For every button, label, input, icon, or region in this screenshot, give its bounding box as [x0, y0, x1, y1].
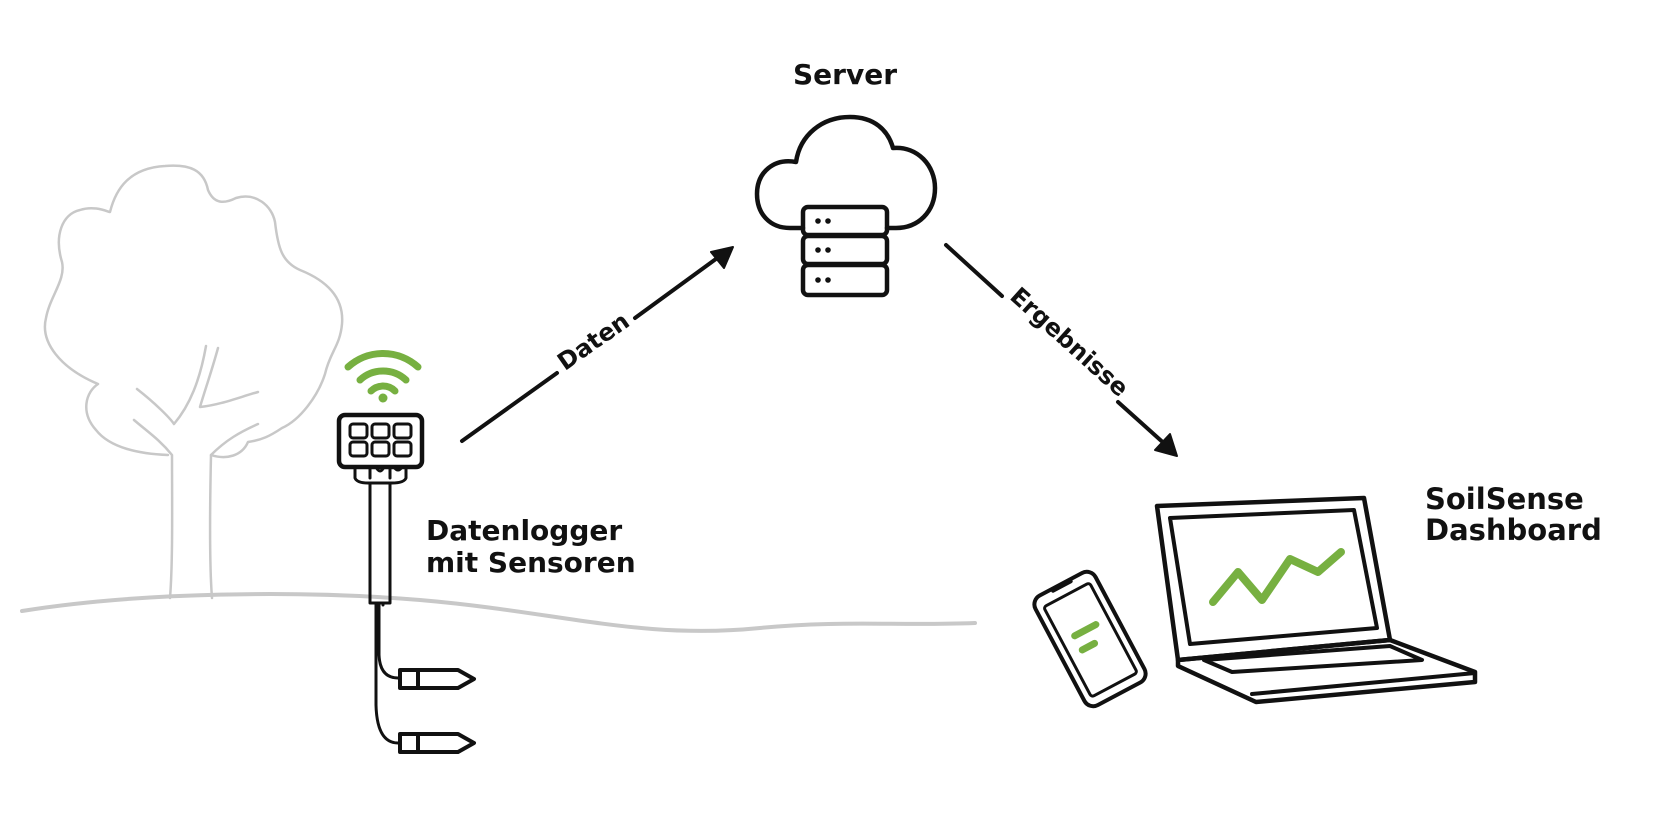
- wifi-icon: [344, 350, 422, 403]
- sensor-probe: [398, 732, 476, 754]
- arrow-daten: Daten: [460, 246, 734, 443]
- logger-pole: [368, 481, 392, 605]
- logger-label-line2: mit Sensoren: [426, 546, 636, 579]
- edge-label-ergebnisse: Ergebnisse: [1005, 282, 1134, 403]
- sensor-probe: [398, 668, 476, 690]
- arrow-head-icon: [710, 246, 734, 269]
- smartphone-icon: [1032, 569, 1148, 709]
- logger-label-line1: Datenlogger: [426, 514, 622, 547]
- cloud-server-icon: [754, 114, 938, 298]
- datalogger-icon: [336, 412, 425, 745]
- dashboard-chart-line: [1209, 548, 1345, 606]
- edge-label-daten: Daten: [552, 307, 634, 376]
- dashboard-label-line2: Dashboard: [1425, 513, 1602, 547]
- server-label: Server: [793, 58, 897, 91]
- ground-line: [20, 592, 977, 633]
- arrow-ergebnisse: Ergebnisse: [944, 243, 1178, 457]
- arrow-head-icon: [1154, 433, 1178, 457]
- tree-illustration: [43, 164, 344, 600]
- dashboard-label-line1: SoilSense: [1425, 482, 1584, 516]
- laptop-icon: [1154, 495, 1478, 705]
